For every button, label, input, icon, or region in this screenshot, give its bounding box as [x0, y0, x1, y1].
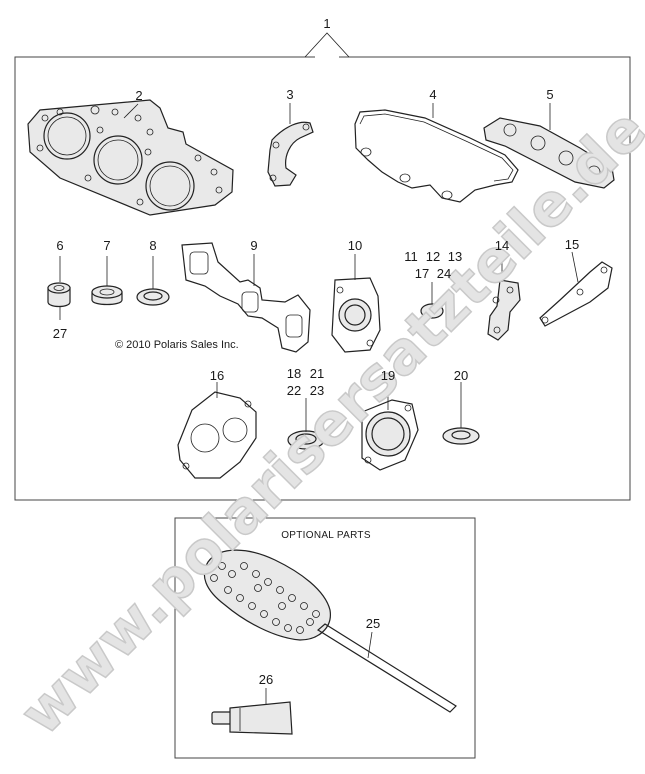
callout-27: 27: [53, 326, 67, 341]
callout-22: 22: [287, 383, 301, 398]
washer-20[interactable]: [442, 382, 480, 445]
callout-10: 10: [348, 238, 362, 253]
o-ring-18[interactable]: [287, 398, 325, 450]
optional-parts-title: OPTIONAL PARTS: [281, 530, 371, 541]
callout-20: 20: [454, 368, 468, 383]
callout-16: 16: [210, 368, 224, 383]
optional-parts-frame: [174, 517, 476, 759]
callout-3: 3: [286, 87, 293, 102]
gasket-10[interactable]: [331, 254, 381, 353]
valve-cover-gasket[interactable]: [354, 103, 519, 203]
gasket-3[interactable]: [267, 103, 314, 187]
bracket-gasket-14[interactable]: [487, 254, 521, 341]
flange-gasket-19[interactable]: [361, 382, 419, 471]
cylinder-hone-brush[interactable]: [203, 549, 457, 713]
exhaust-manifold-gasket[interactable]: [181, 242, 311, 353]
callout-4: 4: [429, 87, 436, 102]
seal-7[interactable]: [91, 256, 123, 306]
callout-14: 14: [495, 238, 509, 253]
callout-19: 19: [381, 368, 395, 383]
callout-18: 18: [287, 366, 301, 381]
o-ring-8[interactable]: [136, 256, 170, 306]
sealant-tube[interactable]: [211, 688, 293, 735]
valve-stem-seal[interactable]: [47, 256, 71, 320]
callout-11: 11: [404, 249, 418, 264]
callout-25: 25: [366, 616, 380, 631]
callout-13: 13: [448, 249, 462, 264]
callout-23: 23: [310, 383, 324, 398]
manifold-strip-gasket[interactable]: [483, 103, 615, 189]
cylinder-head-gasket[interactable]: [27, 99, 234, 216]
callout-9: 9: [250, 238, 257, 253]
callout-2: 2: [135, 88, 142, 103]
callout-17: 17: [415, 266, 429, 281]
triangular-gasket-15[interactable]: [539, 251, 613, 327]
kit-frame: [14, 32, 631, 501]
callout-15: 15: [565, 237, 579, 252]
small-plug-gasket[interactable]: [420, 282, 444, 319]
callout-24: 24: [437, 266, 451, 281]
callout-5: 5: [546, 87, 553, 102]
callout-7: 7: [103, 238, 110, 253]
callout-labels: 1 2 3 4 5 6 7 8 9 10 11 12 13 17 24 14 1…: [53, 16, 579, 687]
callout-6: 6: [56, 238, 63, 253]
copyright-notice: © 2010 Polaris Sales Inc.: [115, 339, 239, 351]
callout-26: 26: [259, 672, 273, 687]
callout-8: 8: [149, 238, 156, 253]
callout-21: 21: [310, 366, 324, 381]
callout-1: 1: [323, 16, 330, 31]
callout-12: 12: [426, 249, 440, 264]
water-pump-gasket-16[interactable]: [177, 382, 257, 479]
